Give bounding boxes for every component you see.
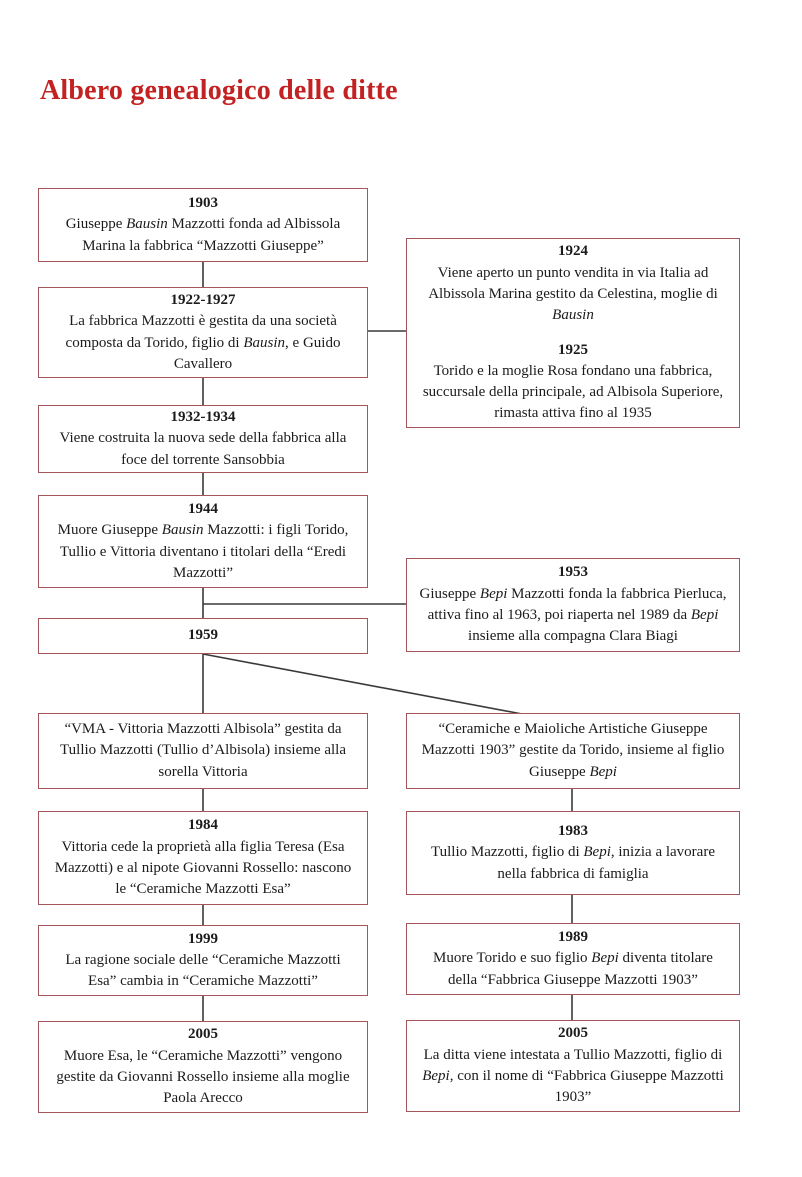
- event-text: “VMA - Vittoria Mazzotti Albisola” gesti…: [60, 721, 346, 780]
- event-box-1999: 1999 La ragione sociale delle “Ceramiche…: [38, 925, 368, 996]
- event-year: 1903: [188, 195, 218, 212]
- event-box-1922-1927: 1922-1927 La fabbrica Mazzotti è gestita…: [38, 287, 368, 378]
- event-year: 1925: [558, 341, 588, 358]
- event-text: Viene costruita la nuova sede della fabb…: [59, 430, 347, 468]
- event-box-1989: 1989 Muore Torido e suo figlio Bepi dive…: [406, 923, 740, 995]
- event-box-1932-1934: 1932-1934 Viene costruita la nuova sede …: [38, 405, 368, 473]
- event-box-vma: “VMA - Vittoria Mazzotti Albisola” gesti…: [38, 713, 368, 789]
- event-text: “Ceramiche e Maioliche Artistiche Giusep…: [421, 721, 725, 780]
- event-box-1944: 1944 Muore Giuseppe Bausin Mazzotti: i f…: [38, 495, 368, 588]
- event-box-1924-1925: 1924 Viene aperto un punto vendita in vi…: [406, 238, 740, 428]
- event-section-1924: 1924 Viene aperto un punto vendita in vi…: [419, 241, 727, 326]
- connector-1959-ceramiche: [202, 653, 523, 715]
- event-text: Muore Giuseppe Bausin Mazzotti: i figli …: [57, 522, 349, 581]
- event-box-2005-right: 2005 La ditta viene intestata a Tullio M…: [406, 1020, 740, 1112]
- event-text: La ditta viene intestata a Tullio Mazzot…: [422, 1046, 724, 1106]
- event-box-1984: 1984 Vittoria cede la proprietà alla fig…: [38, 811, 368, 905]
- event-year: 1959: [188, 627, 218, 644]
- event-year: 1924: [558, 243, 588, 260]
- page-title: Albero genealogico delle ditte: [40, 74, 398, 106]
- event-text: Giuseppe Bausin Mazzotti fonda ad Albiss…: [65, 216, 341, 254]
- event-box-1903: 1903 Giuseppe Bausin Mazzotti fonda ad A…: [38, 188, 368, 262]
- event-year: 1944: [188, 500, 218, 517]
- event-year: 1983: [558, 823, 588, 840]
- event-year: 1932-1934: [170, 409, 236, 426]
- event-year: 2005: [188, 1026, 218, 1043]
- event-year: 1999: [188, 930, 218, 947]
- event-box-1983: 1983 Tullio Mazzotti, figlio di Bepi, in…: [406, 811, 740, 895]
- event-box-ceramiche-maioliche: “Ceramiche e Maioliche Artistiche Giusep…: [406, 713, 740, 789]
- event-text: La fabbrica Mazzotti è gestita da una so…: [65, 313, 341, 372]
- event-box-2005-left: 2005 Muore Esa, le “Ceramiche Mazzotti” …: [38, 1021, 368, 1113]
- event-text: Vittoria cede la proprietà alla figlia T…: [54, 838, 352, 898]
- event-year: 1922-1927: [170, 291, 236, 308]
- event-box-1959: 1959: [38, 618, 368, 654]
- event-text: Torido e la moglie Rosa fondano una fabb…: [422, 362, 724, 422]
- event-year: 2005: [558, 1025, 588, 1042]
- event-text: Giuseppe Bepi Mazzotti fonda la fabbrica…: [419, 585, 727, 645]
- event-year: 1989: [558, 929, 588, 946]
- event-box-1953: 1953 Giuseppe Bepi Mazzotti fonda la fab…: [406, 558, 740, 652]
- event-year: 1953: [558, 564, 588, 581]
- event-text: Muore Torido e suo figlio Bepi diventa t…: [433, 950, 713, 988]
- event-text: Muore Esa, le “Ceramiche Mazzotti” vengo…: [56, 1047, 350, 1107]
- event-year: 1984: [188, 817, 218, 834]
- event-text: Tullio Mazzotti, figlio di Bepi, inizia …: [431, 844, 715, 882]
- event-section-1925: 1925 Torido e la moglie Rosa fondano una…: [419, 340, 727, 425]
- event-text: Viene aperto un punto vendita in via Ita…: [428, 264, 718, 324]
- event-text: La ragione sociale delle “Ceramiche Mazz…: [65, 951, 341, 990]
